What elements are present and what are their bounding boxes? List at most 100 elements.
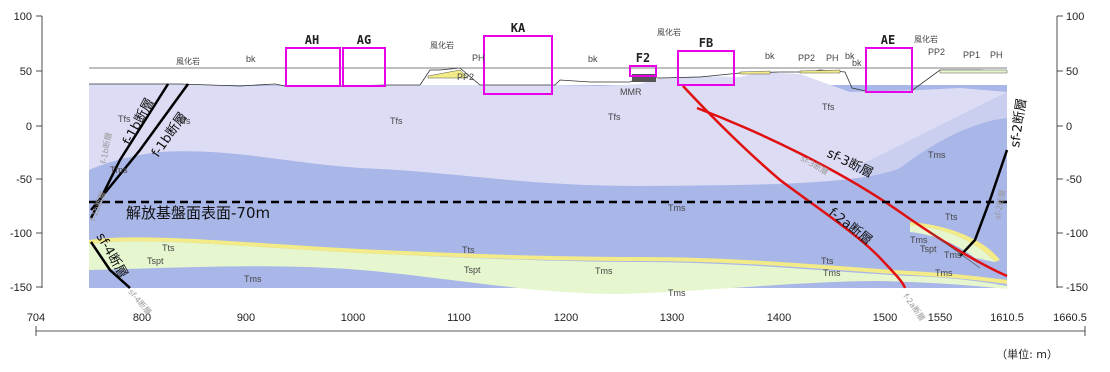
geologic-units (89, 72, 1007, 294)
facility-label-ae: AE (881, 33, 895, 47)
label-tms-2: Tms (668, 203, 686, 213)
fault-f2a (682, 85, 907, 289)
facility-label-ag: AG (357, 33, 371, 47)
facility-ae-box (865, 47, 913, 93)
label-pp2-1: PP2 (457, 72, 474, 82)
bottom-axis: 704 800 900 1000 1100 1200 1300 1400 150… (27, 312, 1087, 336)
label-bk-4: bk (845, 51, 855, 61)
label-bk-2: bk (588, 54, 598, 64)
label-tfs-1: Tfs (118, 114, 131, 124)
x-tick-1610-5: 1610.5 (990, 312, 1024, 324)
facility-ka-box (483, 35, 553, 95)
label-tspt-2: Tspt (464, 265, 481, 275)
right-tick-50: 50 (1066, 66, 1078, 78)
facility-label-fb: FB (699, 36, 713, 50)
label-weathered-1: 風化岩 (176, 56, 200, 66)
x-tick-900: 900 (237, 312, 255, 324)
left-tick-neg150: -150 (10, 282, 32, 294)
label-tfs-5: Tfs (822, 102, 835, 112)
x-tick-1100: 1100 (447, 312, 471, 324)
faint-label-f2a: f-2a断層 (901, 291, 927, 322)
surface-pp-patch-4 (939, 69, 1008, 74)
label-tfs-4: Tfs (608, 112, 621, 122)
right-tick-neg150: -150 (1066, 282, 1088, 294)
unit-label: （単位: m） (996, 348, 1058, 361)
x-tick-1400: 1400 (767, 312, 791, 324)
label-pp2-2: PP2 (798, 53, 815, 63)
label-bk-1: bk (246, 54, 256, 64)
facility-outlines (285, 35, 913, 95)
right-tick-neg50: -50 (1066, 174, 1082, 186)
right-tick-0: 0 (1066, 121, 1072, 133)
label-weathered-3: 風化岩 (657, 27, 681, 37)
left-tick-0: 0 (26, 121, 32, 133)
x-tick-1200: 1200 (554, 312, 578, 324)
label-tspt-3: Tspt (920, 244, 937, 254)
right-axis: 100 50 0 -50 -100 -150 (1056, 11, 1088, 294)
left-tick-50: 50 (20, 66, 32, 78)
label-bk-3: bk (765, 51, 775, 61)
facility-ah-box (285, 47, 341, 87)
label-weathered-2: 風化岩 (430, 40, 454, 50)
left-tick-100: 100 (14, 11, 32, 23)
label-ph-3: PH (990, 50, 1003, 60)
mmr-block (632, 74, 656, 82)
surface-pp2-patch-1 (427, 69, 469, 79)
left-tick-neg100: -100 (10, 228, 32, 240)
x-tick-800: 800 (133, 312, 151, 324)
label-tms-4: Tms (244, 274, 262, 284)
label-tms-5: Tms (595, 266, 613, 276)
label-ph-2: PH (826, 53, 839, 63)
label-tms-1: Tms (110, 165, 128, 175)
fault-f1b-b (90, 83, 190, 211)
x-tick-1660-5: 1660.5 (1053, 312, 1087, 324)
label-pp1: PP1 (963, 50, 980, 60)
label-tts-1: Tts (162, 243, 175, 253)
label-tts-4: Tts (945, 212, 958, 222)
label-tms-10: Tms (935, 268, 953, 278)
facility-label-ka: KA (511, 21, 526, 35)
facility-labels: AH AG KA F2 FB AE (305, 21, 895, 65)
surface-labels: 風化岩 風化岩 風化岩 風化岩 bk bk bk bk bk PH PH PH … (176, 27, 1003, 97)
facility-label-f2: F2 (636, 51, 650, 65)
x-tick-704: 704 (27, 312, 45, 324)
label-pp2-3: PP2 (928, 47, 945, 57)
x-tick-1500: 1500 (873, 312, 897, 324)
label-mmr: MMR (620, 87, 642, 97)
surface-pp-patch-3 (799, 69, 841, 74)
label-ph-1: PH (472, 53, 485, 63)
x-tick-1550: 1550 (928, 312, 952, 324)
unit-tts-band (89, 237, 1007, 284)
x-tick-1000: 1000 (341, 312, 365, 324)
label-tms-8: Tms (910, 235, 928, 245)
facility-ag-box (342, 47, 386, 87)
label-tfs-2: Tfs (178, 116, 191, 126)
unit-tspt-lower (89, 241, 1007, 294)
unit-tfs-area (89, 72, 1007, 186)
label-tspt-1: Tspt (147, 256, 164, 266)
facility-label-ah: AH (305, 33, 319, 47)
fault-sf3 (696, 106, 1008, 278)
left-axis: 100 50 0 -50 -100 -150 (10, 11, 43, 294)
base-surface-label: 解放基盤面表面-70m (126, 204, 270, 222)
fault-label-sf2: sf-2断層 (1008, 97, 1030, 148)
label-weathered-4: 風化岩 (914, 34, 938, 44)
facility-f2-box (629, 65, 657, 77)
left-tick-neg50: -50 (16, 174, 32, 186)
label-bk-5: bk (852, 58, 862, 68)
x-tick-1300: 1300 (660, 312, 684, 324)
surface-pp2-patch-2 (739, 70, 771, 75)
right-tick-100: 100 (1066, 11, 1084, 23)
label-tts-3: Tts (821, 256, 834, 266)
fault-sf4 (89, 241, 131, 289)
fault-sf2 (959, 149, 1009, 257)
fault-sf3-thin (929, 231, 981, 269)
fault-lines (89, 83, 1009, 289)
label-tms-9: Tms (944, 250, 962, 260)
unit-labels: Tfs Tfs Tfs Tfs Tfs Tms Tms Tms Tms Tms … (110, 102, 962, 298)
label-tms-3: Tms (928, 150, 946, 160)
label-tms-6: Tms (668, 288, 686, 298)
label-tfs-3: Tfs (390, 116, 403, 126)
right-tick-neg100: -100 (1066, 228, 1088, 240)
